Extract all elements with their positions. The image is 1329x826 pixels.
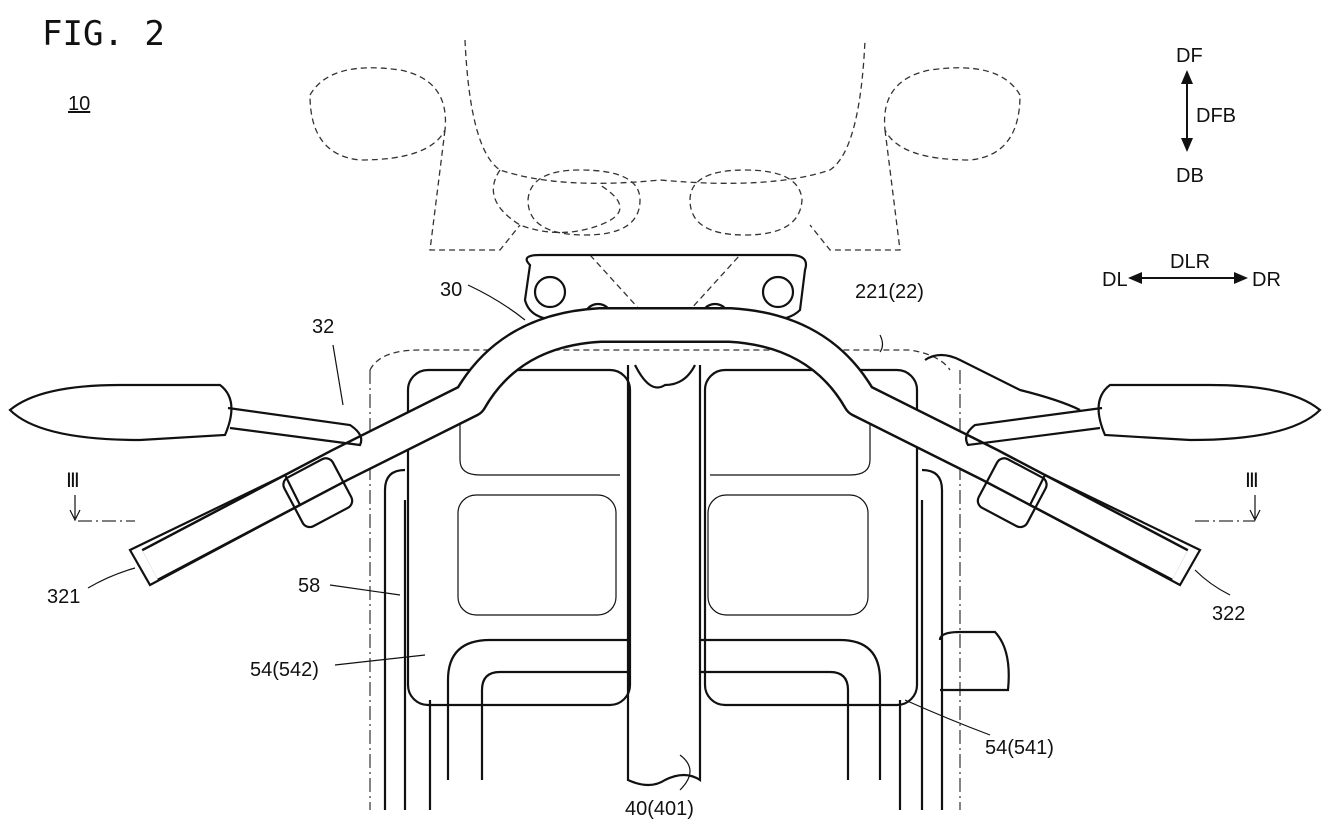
direction-back: DB (1176, 165, 1204, 187)
label-grip-assembly: 32 (312, 316, 334, 338)
figure-title: FIG. 2 (42, 14, 165, 54)
label-handlebar: 30 (440, 279, 462, 301)
direction-left-right: DLR (1170, 251, 1210, 273)
handlebar-30 (128, 307, 1202, 587)
direction-arrows (1128, 70, 1248, 284)
label-column: 40(401) (625, 798, 694, 820)
pipes-54 (446, 630, 1010, 780)
cover-outline (369, 349, 951, 371)
direction-right: DR (1252, 269, 1281, 291)
label-section-right: Ⅲ (1245, 470, 1259, 492)
fairing-outline (309, 39, 1021, 311)
label-left-grip: 321 (47, 586, 80, 608)
direction-left: DL (1102, 269, 1128, 291)
label-cover: 221(22) (855, 281, 924, 303)
label-frame-58: 58 (298, 575, 320, 597)
leader-lines (69, 284, 1261, 791)
label-section-left: Ⅲ (66, 470, 80, 492)
label-right-grip: 322 (1212, 603, 1245, 625)
body-frame (383, 368, 944, 810)
direction-front: DF (1176, 45, 1203, 67)
direction-front-back: DFB (1196, 105, 1236, 127)
label-pipe-542: 54(542) (250, 659, 319, 681)
mirrors (8, 353, 1322, 447)
reference-number: 10 (68, 93, 90, 115)
label-pipe-541: 54(541) (985, 737, 1054, 759)
column-40 (626, 364, 702, 787)
